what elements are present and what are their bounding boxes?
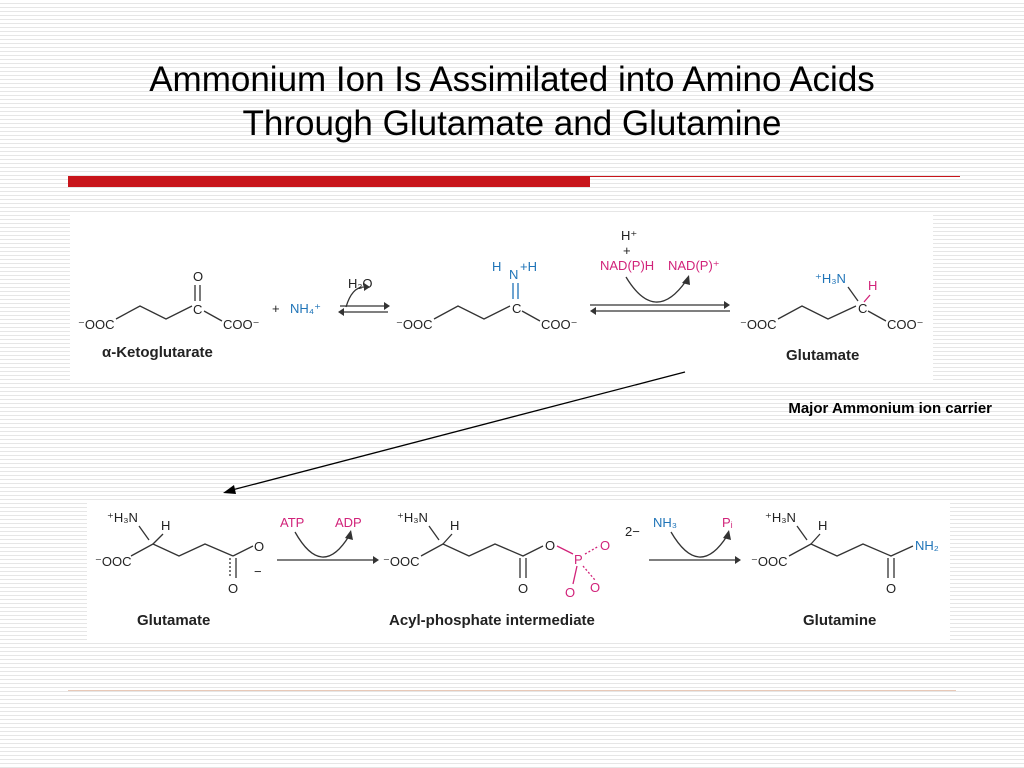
gln-left-carboxylate: ⁻OOC	[751, 554, 787, 569]
reduction-arrow: H⁺ + NAD(P)H NAD(P)⁺	[590, 228, 730, 315]
title-underline-thin	[590, 176, 960, 177]
acyl-name: Acyl-phosphate intermediate	[389, 612, 595, 629]
gln-h: H	[818, 518, 827, 533]
carrier-annotation: Major Ammonium ion carrier	[788, 400, 992, 417]
akg-chain	[115, 305, 193, 320]
glu2-minus: −	[254, 564, 262, 579]
reaction-panel-glutamine-synthesis: ⁺H₃N H ⁻OOC O − O Glutamate ATP ADP ⁺H₃N…	[87, 500, 950, 640]
glu2-name: Glutamate	[137, 612, 210, 629]
slide-title-line-1: Ammonium Ion Is Assimilated into Amino A…	[149, 60, 875, 99]
nadph-label: NAD(P)H	[600, 258, 654, 273]
iminium-h-right: +H	[520, 259, 537, 274]
acyl-carbonyl-o: O	[518, 581, 528, 596]
acyl-phosphate-structure: ⁺H₃N H ⁻OOC O O P O O O 2− Acyl-phosphat…	[383, 510, 640, 629]
akg-right-bond	[203, 310, 223, 322]
glutamine-structure: ⁺H₃N H ⁻OOC O NH₂ Glutamine	[751, 510, 939, 629]
iminium-central-c: C	[512, 301, 521, 316]
equilibrium-arrow-1: H₂O	[338, 276, 390, 316]
reaction-panel-glutamate-synthesis: ⁻OOC O C COO⁻ α-Ketoglutarate + NH₄⁺ H₂O…	[70, 215, 933, 381]
glutamate-name: Glutamate	[786, 347, 859, 364]
iminium-n: N	[509, 267, 518, 282]
atp-label: ATP	[280, 515, 304, 530]
iminium-h-left: H	[492, 259, 501, 274]
acyl-left-carboxylate: ⁻OOC	[383, 554, 419, 569]
atp-activation-arrow: ATP ADP	[277, 515, 379, 564]
proton-label: H⁺	[621, 228, 637, 243]
title-underline-red	[68, 176, 590, 187]
glutamate-added-h: H	[868, 278, 877, 293]
glutamate-right-carboxylate: COO⁻	[887, 317, 923, 332]
iminium-right-carboxylate: COO⁻	[541, 317, 577, 332]
acyl-amine: ⁺H₃N	[397, 510, 428, 525]
acyl-o1: O	[600, 538, 610, 553]
acyl-o3: O	[565, 585, 575, 600]
glu2-o-bottom: O	[228, 581, 238, 596]
water-release-arrow	[345, 286, 365, 308]
glutamate-left-carboxylate: ⁻OOC	[740, 317, 776, 332]
alpha-ketoglutarate-structure: ⁻OOC O C COO⁻ α-Ketoglutarate	[78, 269, 259, 361]
glutamate-alpha-c: C	[858, 301, 867, 316]
glutamate-substrate-structure: ⁺H₃N H ⁻OOC O − O Glutamate	[95, 510, 264, 629]
glu2-left-carboxylate: ⁻OOC	[95, 554, 131, 569]
akg-left-carboxylate: ⁻OOC	[78, 317, 114, 332]
glutamate-amine: ⁺H₃N	[815, 271, 846, 286]
nadp-label: NAD(P)⁺	[668, 258, 720, 273]
gln-name: Glutamine	[803, 612, 876, 629]
slide-title-line-2: Through Glutamate and Glutamine	[242, 104, 782, 143]
slide-title: Ammonium Ion Is Assimilated into Amino A…	[60, 58, 964, 146]
iminium-left-carboxylate: ⁻OOC	[396, 317, 432, 332]
glu2-amine: ⁺H₃N	[107, 510, 138, 525]
footer-rule	[68, 690, 956, 691]
akg-right-carboxylate: COO⁻	[223, 317, 259, 332]
ammonium-ion: NH₄⁺	[290, 301, 321, 316]
amidation-arrow: NH₃ Pᵢ	[649, 515, 741, 564]
glu2-h: H	[161, 518, 170, 533]
glu2-o-right: O	[254, 539, 264, 554]
plus-sign: +	[272, 301, 280, 316]
acyl-bridge-o: O	[545, 538, 555, 553]
acyl-h: H	[450, 518, 459, 533]
ammonia-label: NH₃	[653, 515, 677, 530]
iminium-intermediate-structure: H N +H C ⁻OOC COO⁻	[396, 259, 577, 332]
akg-name: α-Ketoglutarate	[102, 344, 213, 361]
phosphate-label: Pᵢ	[722, 515, 733, 530]
akg-central-c: C	[193, 302, 202, 317]
gln-carbonyl-o: O	[886, 581, 896, 596]
acyl-o2: O	[590, 580, 600, 595]
glutamate-product-structure: ⁺H₃N H C ⁻OOC COO⁻ Glutamate	[740, 271, 923, 364]
gln-amine: ⁺H₃N	[765, 510, 796, 525]
adp-label: ADP	[335, 515, 362, 530]
acyl-charge: 2−	[625, 524, 640, 539]
reductant-plus: +	[623, 243, 631, 258]
gln-amide-nh2: NH₂	[915, 538, 939, 553]
acyl-phosphorus: P	[574, 552, 583, 567]
akg-carbonyl-o: O	[193, 269, 203, 284]
